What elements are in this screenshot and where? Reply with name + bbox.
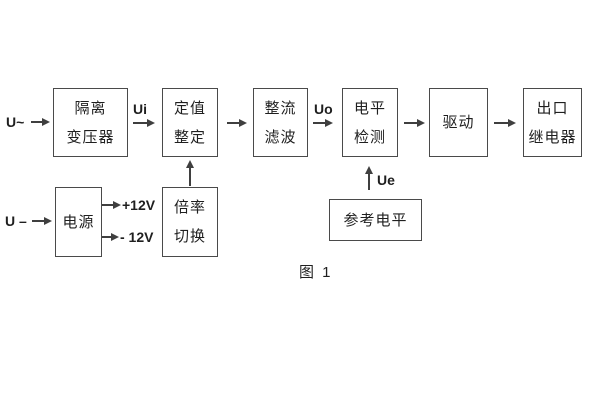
block-ratio-switch-line1: 倍率 [173,199,206,216]
block-ratio-switch-line2: 切换 [173,228,206,245]
block-level-detect-line2: 检测 [353,128,386,146]
label-ue: Ue [377,172,395,188]
arrow-filter-to-detect-icon [313,122,325,124]
block-value-setting-line1: 定值 [173,99,206,117]
arrow-reference-to-detect-icon [368,174,370,190]
block-isolation-transformer-line1: 隔离 [74,99,107,117]
block-rectify-filter-line1: 整流 [264,99,297,117]
block-rectify-filter-line2: 滤波 [264,128,297,146]
block-output-relay-line1: 出口 [536,99,569,117]
arrow-plus-12v-icon [102,204,113,206]
block-drive-label: 驱动 [442,114,475,131]
label-plus-12v: +12V [122,197,156,213]
arrow-ratio-to-setting-icon [189,168,191,186]
block-power-supply-label: 电源 [62,213,95,231]
block-level-detect-line1: 电平 [353,99,386,117]
arrow-dc-input-icon [32,220,44,222]
block-isolation-transformer-line2: 变压器 [66,128,115,146]
label-minus-12v: - 12V [120,229,154,245]
block-reference-level-label: 参考电平 [343,211,408,229]
arrow-detect-to-drive-icon [404,122,417,124]
figure-caption: 图 1 [299,264,333,281]
arrow-minus-12v-icon [102,236,111,238]
block-reference-level: 参考电平 [329,199,422,241]
block-ratio-switch: 倍率 切换 [162,187,218,257]
block-rectify-filter: 整流 滤波 [253,88,308,157]
block-drive: 驱动 [429,88,488,157]
label-uo: Uo [314,101,333,117]
block-output-relay-line2: 继电器 [528,128,577,146]
arrow-ac-input-icon [31,121,42,123]
block-output-relay: 出口 继电器 [523,88,582,157]
block-isolation-transformer: 隔离 变压器 [53,88,128,157]
label-ac-input: U~ [6,114,25,130]
label-dc-input: U – [5,213,27,229]
block-power-supply: 电源 [55,187,102,257]
arrow-transformer-to-setting-icon [133,122,147,124]
arrow-setting-to-filter-icon [227,122,239,124]
label-ui: Ui [133,101,147,117]
block-value-setting: 定值 整定 [162,88,218,157]
block-level-detect: 电平 检测 [342,88,398,157]
arrow-drive-to-relay-icon [494,122,508,124]
block-value-setting-line2: 整定 [173,128,206,146]
